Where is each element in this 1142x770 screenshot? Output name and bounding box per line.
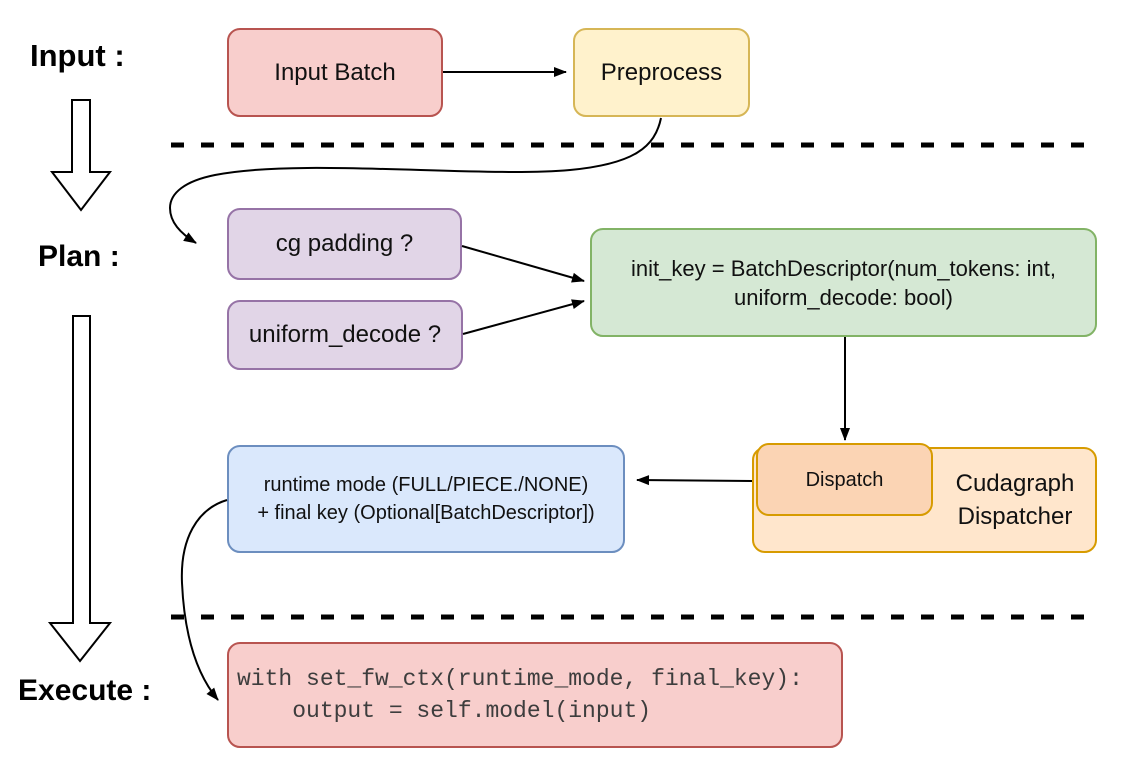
dispatch-node: Dispatch	[756, 443, 933, 516]
execute-code-node: with set_fw_ctx(runtime_mode, final_key)…	[227, 642, 843, 748]
cg-padding-label: cg padding ?	[275, 230, 414, 257]
plan-stage-label: Plan :	[38, 240, 120, 273]
plan-stage-down-arrow-icon	[47, 315, 113, 663]
cudagraph-dispatcher-label: Cudagraph Dispatcher	[933, 467, 1097, 533]
dispatch-to-runtime-mode-arrow	[636, 475, 753, 486]
uniform-decode-node: uniform_decode ?	[227, 300, 463, 370]
execute-stage-label: Execute :	[18, 674, 152, 707]
cudagraph-dispatcher-line2: Dispatcher	[957, 503, 1073, 530]
runtime-mode-line1: runtime mode (FULL/PIECE./NONE)	[263, 474, 589, 496]
uniform-decode-label: uniform_decode ?	[248, 321, 442, 348]
cg-padding-to-init-key-arrow	[461, 245, 585, 283]
runtime-mode-line2: + final key (Optional[BatchDescriptor])	[257, 502, 595, 524]
preprocess-label: Preprocess	[600, 58, 723, 86]
runtime-mode-node: runtime mode (FULL/PIECE./NONE) + final …	[227, 445, 625, 553]
init-key-node: init_key = BatchDescriptor(num_tokens: i…	[590, 228, 1097, 337]
uniform-decode-to-init-key-arrow	[462, 299, 585, 335]
input-stage-label: Input :	[30, 38, 125, 73]
input-batch-label: Input Batch	[274, 58, 396, 86]
input-stage-down-arrow-icon	[49, 99, 113, 212]
init-key-line2: uniform_decode: bool)	[734, 284, 953, 310]
init-key-line1: init_key = BatchDescriptor(num_tokens: i…	[631, 255, 1056, 281]
execute-code-line2: output = self.model(input)	[237, 698, 652, 724]
preprocess-node: Preprocess	[573, 28, 750, 117]
cudagraph-dispatcher-line1: Cudagraph	[955, 470, 1075, 497]
runtime-mode-to-execute-code-arrow	[180, 499, 228, 701]
execute-code-line1: with set_fw_ctx(runtime_mode, final_key)…	[237, 666, 803, 692]
input-batch-node: Input Batch	[227, 28, 443, 117]
cg-padding-node: cg padding ?	[227, 208, 462, 280]
dispatch-label: Dispatch	[805, 468, 884, 491]
